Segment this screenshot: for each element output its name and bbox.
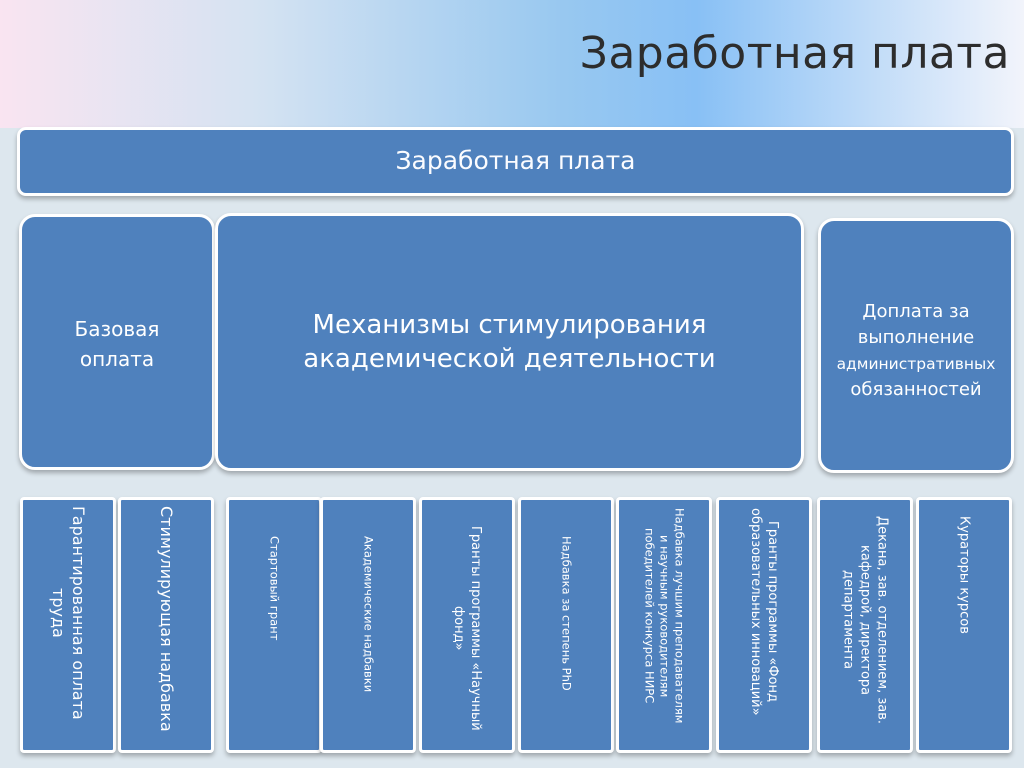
best-teachers-bonus-line2: и научным руководителям [657, 534, 672, 697]
starting-grant-box: Стартовый грант [226, 497, 322, 753]
guaranteed-pay-line2: труда [49, 587, 68, 638]
dean-heads-line2: кафедрой, директора [857, 544, 873, 696]
incentive-bonus-box: Стимулирующая надбавка [118, 497, 214, 753]
phd-bonus-line1: Надбавка за степень PhD [559, 536, 574, 691]
science-fund-grants-box: Гранты программы «Научный фонд» [419, 497, 515, 753]
salary-root-label: Заработная плата [395, 146, 636, 175]
admin-duties-line3: административных [836, 355, 996, 373]
academic-bonuses-line1: Академические надбавки [361, 536, 376, 693]
academic-bonuses-box: Академические надбавки [320, 497, 416, 753]
admin-duties-line1: Доплата за [862, 301, 970, 322]
guaranteed-pay-box: Гарантированная оплата труда [20, 497, 116, 753]
phd-bonus-box: Надбавка за степень PhD [518, 497, 614, 753]
science-fund-grants-line2: фонд» [451, 606, 466, 651]
incentive-mechanisms-line2: академической деятельности [303, 344, 716, 374]
guaranteed-pay-line1: Гарантированная оплата [69, 506, 88, 720]
admin-duties-box: Доплата за выполнение административных о… [818, 218, 1014, 473]
course-curators-line1: Кураторы курсов [956, 516, 972, 634]
admin-duties-line4: обязанностей [850, 379, 982, 400]
best-teachers-bonus-box: Надбавка лучшим преподавателям и научным… [616, 497, 712, 753]
dean-heads-box: Декана, зав. отделением, зав. кафедрой, … [817, 497, 913, 753]
dean-heads-line1: Декана, зав. отделением, зав. [874, 516, 890, 725]
dean-heads-line3: департамента [840, 570, 856, 670]
education-innovation-grants-box: Гранты программы «Фонд образовательных и… [716, 497, 812, 753]
education-innovation-grants-line1: Гранты программы «Фонд [765, 521, 780, 703]
base-pay-line1: Базовая [74, 317, 160, 341]
incentive-mechanisms-line1: Механизмы стимулирования [312, 310, 707, 340]
base-pay-box: Базовая оплата [19, 214, 215, 470]
incentive-bonus-line1: Стимулирующая надбавка [157, 506, 176, 732]
education-innovation-grants-line2: образовательных инноваций» [748, 508, 763, 716]
salary-root-box: Заработная плата [17, 127, 1014, 196]
course-curators-box: Кураторы курсов [916, 497, 1012, 753]
incentive-mechanisms-box: Механизмы стимулирования академической д… [215, 213, 804, 471]
page-title: Заработная плата [579, 28, 1010, 79]
admin-duties-line2: выполнение [857, 327, 975, 348]
best-teachers-bonus-line3: победителей конкурса НИРС [642, 528, 657, 704]
starting-grant-line1: Стартовый грант [267, 536, 282, 641]
slide-header: Заработная плата [0, 0, 1024, 128]
science-fund-grants-line1: Гранты программы «Научный [468, 526, 483, 731]
best-teachers-bonus-line1: Надбавка лучшим преподавателям [672, 508, 687, 724]
base-pay-line2: оплата [79, 347, 155, 371]
